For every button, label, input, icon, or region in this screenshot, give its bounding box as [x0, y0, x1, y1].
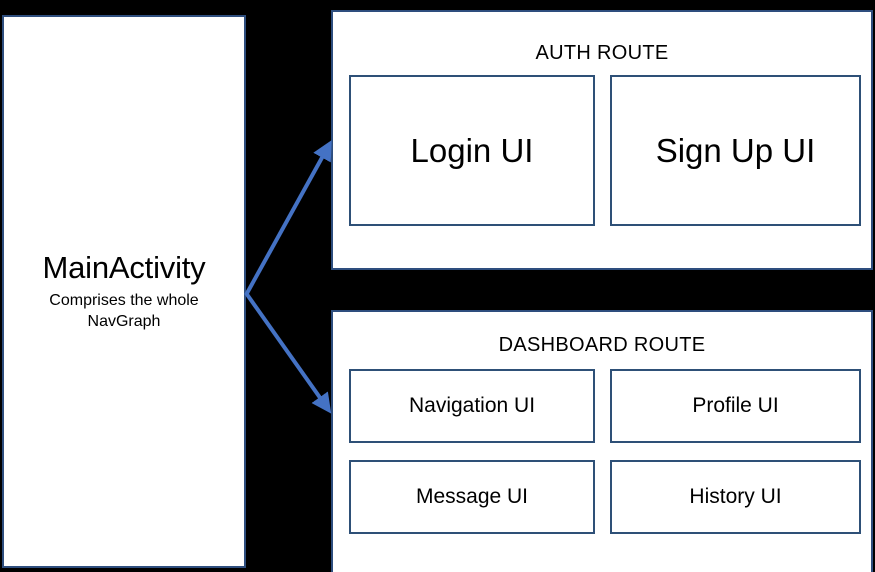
auth-route-title: AUTH ROUTE [535, 42, 669, 64]
message-ui-node[interactable]: Message UI [349, 460, 595, 534]
history-ui-node[interactable]: History UI [610, 460, 861, 534]
profile-ui-node[interactable]: Profile UI [610, 369, 861, 443]
arrow-to-auth-route [244, 140, 332, 296]
message-ui-label: Message UI [415, 485, 529, 508]
dashboard-route-title: DASHBOARD ROUTE [498, 334, 706, 356]
arrow-to-dashboard-route [244, 291, 332, 414]
dashboard-route-panel[interactable]: DASHBOARD ROUTE Navigation UI Profile UI… [331, 310, 873, 572]
navigation-ui-node[interactable]: Navigation UI [349, 369, 595, 443]
signup-ui-node[interactable]: Sign Up UI [610, 75, 861, 226]
main-activity-subtitle: Comprises the whole NavGraph [49, 291, 199, 330]
login-ui-node[interactable]: Login UI [349, 75, 595, 226]
profile-ui-label: Profile UI [692, 394, 779, 417]
login-ui-label: Login UI [410, 131, 534, 169]
main-activity-title: MainActivity [42, 249, 206, 285]
auth-route-panel[interactable]: AUTH ROUTE Login UI Sign Up UI [331, 10, 873, 270]
navigation-ui-label: Navigation UI [408, 394, 536, 417]
main-activity-node[interactable]: MainActivity Comprises the whole NavGrap… [2, 15, 246, 568]
signup-ui-label: Sign Up UI [655, 131, 816, 169]
history-ui-label: History UI [689, 485, 782, 508]
